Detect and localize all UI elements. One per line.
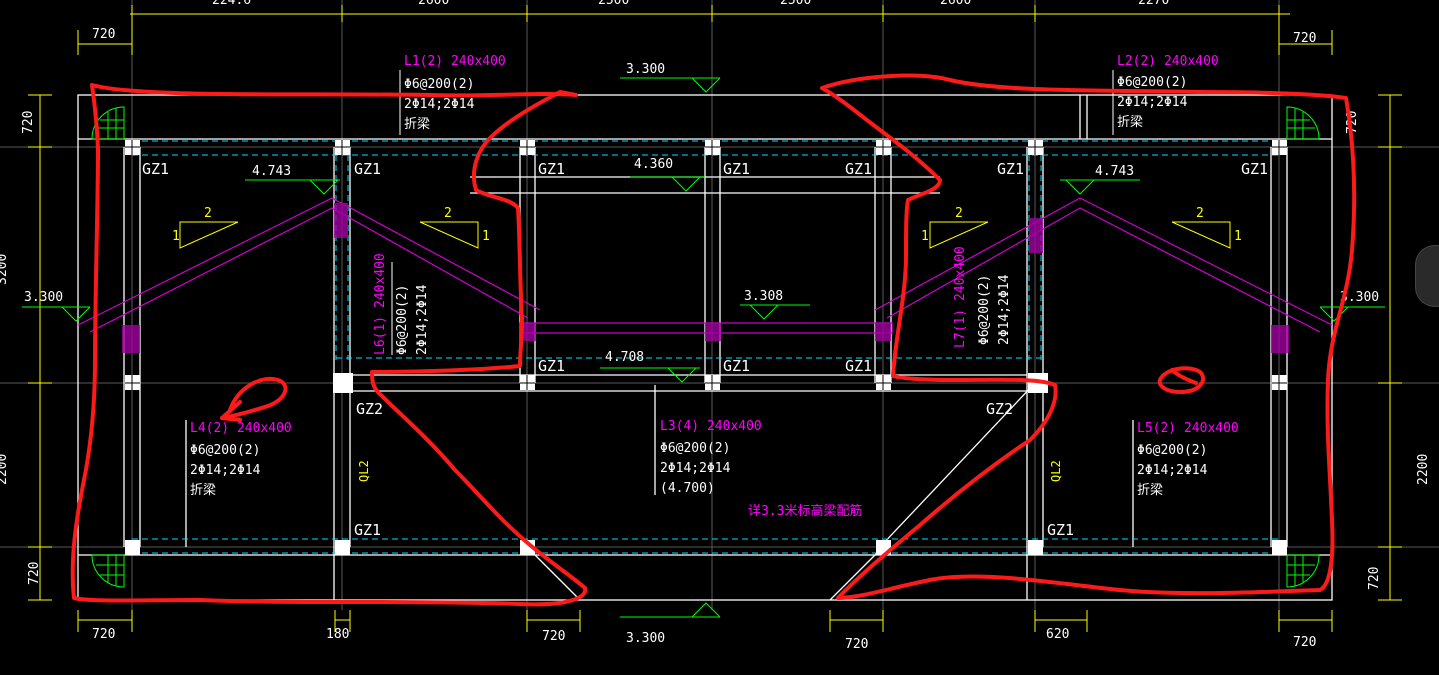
elev-top-center: 3.300 — [626, 62, 665, 77]
column-label-gz1: GZ1 — [1241, 160, 1268, 178]
beam-l4-note: 折梁 — [190, 483, 216, 498]
beam-l3-name: L3(4) 240x400 — [660, 419, 762, 434]
elev-left: 3.300 — [24, 290, 63, 305]
dim-top-5: 2600 — [940, 0, 971, 8]
beam-l1-stirrup: Φ6@200(2) — [404, 77, 474, 92]
beam-l5-name: L5(2) 240x400 — [1137, 421, 1239, 436]
corner-hatches — [91, 106, 1320, 588]
dim-bottom-1: 720 — [92, 627, 115, 642]
dim-bottom-4: 720 — [845, 637, 868, 652]
slope-4-run: 1 — [1234, 229, 1242, 244]
beam-l5-stirrup: Φ6@200(2) — [1137, 443, 1207, 458]
red-markup-annotations — [70, 73, 1357, 607]
column-label-gz1: GZ1 — [845, 357, 872, 375]
dim-top-small-left: 720 — [92, 27, 115, 42]
beam-l2-note: 折梁 — [1117, 115, 1143, 130]
column-label-gz1: GZ1 — [723, 357, 750, 375]
elev-ridge-left: 4.743 — [252, 164, 291, 179]
dim-top-3: 2500 — [598, 0, 629, 8]
beam-l5-note: 折梁 — [1137, 483, 1163, 498]
column-label-gz1: GZ1 — [538, 357, 565, 375]
slope-3-run: 1 — [921, 229, 929, 244]
column-label-gz1: GZ1 — [997, 160, 1024, 178]
dim-left-3: 2200 — [0, 454, 10, 485]
slope-4-rise: 2 — [1196, 206, 1204, 221]
beam-l1-name: L1(2) 240x400 — [404, 54, 506, 69]
ql2-label-left: QL2 — [357, 460, 371, 482]
ql2-label-right: QL2 — [1049, 460, 1063, 482]
slope-triangles — [179, 221, 1231, 249]
column-label-gz1: GZ1 — [845, 160, 872, 178]
beam-l2-stirrup: Φ6@200(2) — [1117, 75, 1187, 90]
dim-top-small-right: 720 — [1293, 31, 1316, 46]
elev-right: 3.300 — [1340, 290, 1379, 305]
beam-l4-stirrup: Φ6@200(2) — [190, 443, 260, 458]
beam-l2-name: L2(2) 240x400 — [1117, 54, 1219, 69]
dim-left-4: 720 — [27, 562, 42, 585]
column-label-gz1: GZ1 — [354, 160, 381, 178]
dim-right-4: 720 — [1367, 567, 1382, 590]
column-label-gz1: GZ1 — [723, 160, 750, 178]
beam-l6-name: L6(1) 240x400 — [373, 253, 388, 355]
elev-mid-lower: 4.708 — [605, 350, 644, 365]
elev-ridge-right: 4.743 — [1095, 164, 1134, 179]
beam-l2-bars: 2Φ14;2Φ14 — [1117, 95, 1188, 110]
column-label-gz1: GZ1 — [354, 521, 381, 539]
slope-2-rise: 2 — [444, 206, 452, 221]
beam-l1-note: 折梁 — [404, 117, 430, 132]
dim-top-4: 2500 — [780, 0, 811, 8]
elev-mid-center: 3.308 — [744, 289, 783, 304]
dimension-lines — [28, 5, 1402, 632]
drawing-note: 详3.3米标高梁配筋 — [748, 503, 862, 519]
dim-left-2: 3200 — [0, 254, 10, 285]
beam-l7-bars: 2Φ14;2Φ14 — [997, 274, 1012, 345]
beam-l7-name: L7(1) 240x400 — [953, 246, 968, 348]
elev-bottom-center: 3.300 — [626, 631, 665, 646]
beam-l5-bars: 2Φ14;2Φ14 — [1137, 463, 1208, 478]
axis-grid — [0, 0, 1439, 610]
beam-leader-lines — [391, 70, 1114, 355]
dim-right-3: 2200 — [1416, 454, 1431, 485]
slope-1-rise: 2 — [204, 206, 212, 221]
dim-top-2: 2600 — [418, 0, 449, 8]
beam-l3-bars: 2Φ14;2Φ14 — [660, 461, 731, 476]
dim-top-6: 2270 — [1138, 0, 1169, 8]
beam-l4-name: L4(2) 240x400 — [190, 421, 292, 436]
dim-bottom-2: 180 — [326, 627, 349, 642]
dim-left-1: 720 — [21, 111, 36, 134]
beam-l6-bars: 2Φ14;2Φ14 — [415, 284, 430, 355]
scroll-handle[interactable] — [1415, 245, 1439, 307]
beam-l7-stirrup: Φ6@200(2) — [977, 275, 992, 345]
slope-3-rise: 2 — [955, 206, 963, 221]
column-label-gz1: GZ1 — [1047, 521, 1074, 539]
column-label-gz1: GZ1 — [142, 160, 169, 178]
column-label-gz2: GZ2 — [356, 400, 383, 418]
slope-1-run: 1 — [172, 229, 180, 244]
column-label-gz1: GZ1 — [538, 160, 565, 178]
elevation-markers — [22, 77, 1385, 618]
slope-2-run: 1 — [482, 229, 490, 244]
column-marker-inner — [125, 140, 1287, 390]
beam-l3-stirrup: Φ6@200(2) — [660, 441, 730, 456]
dim-top-1: 224.6 — [212, 0, 251, 8]
beam-l4-bars: 2Φ14;2Φ14 — [190, 463, 261, 478]
dim-bottom-3: 720 — [542, 629, 565, 644]
beam-l3-elev: (4.700) — [660, 481, 715, 496]
dim-bottom-5: 620 — [1046, 627, 1069, 642]
roof-hatch — [122, 203, 1289, 353]
beam-l6-stirrup: Φ6@200(2) — [395, 285, 410, 355]
elev-mid-top: 4.360 — [634, 157, 673, 172]
beam-l1-bars: 2Φ14;2Φ14 — [404, 97, 475, 112]
dim-bottom-6: 720 — [1293, 635, 1316, 650]
column-label-gz2: GZ2 — [986, 400, 1013, 418]
